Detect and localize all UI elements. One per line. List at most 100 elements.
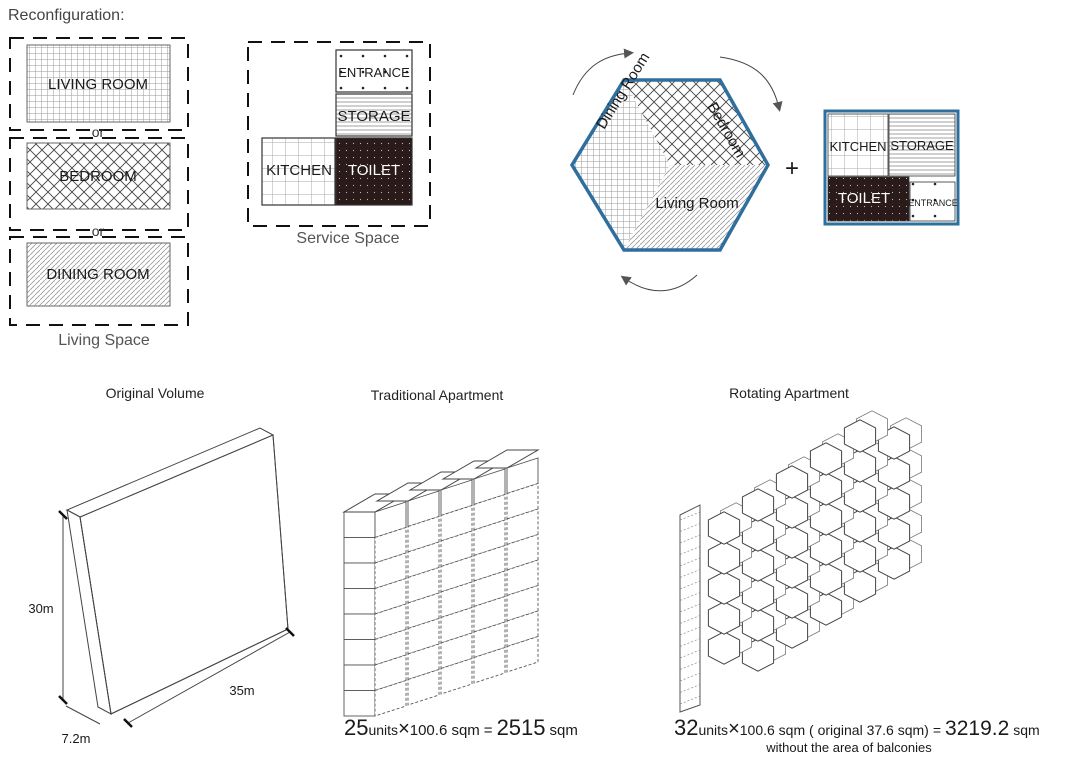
option-frame-bedroom bbox=[9, 137, 189, 231]
rotating-unit-count: 32 bbox=[674, 715, 698, 740]
traditional-units-word: units bbox=[368, 722, 398, 738]
depth-dimension-label: 7.2m bbox=[62, 731, 91, 746]
plan-toilet-block bbox=[827, 176, 910, 222]
rotating-units-cluster bbox=[707, 410, 922, 672]
apartment-box-front bbox=[343, 537, 376, 564]
core-wall-line bbox=[679, 649, 701, 659]
apartment-box-side bbox=[506, 584, 539, 622]
depth-dimension-line bbox=[65, 705, 101, 725]
core-wall-line bbox=[679, 580, 701, 590]
entrance-block bbox=[335, 49, 413, 93]
apartment-box-side bbox=[374, 679, 407, 717]
kitchen-label: KITCHEN bbox=[266, 162, 332, 179]
hex-unit-front bbox=[843, 419, 877, 453]
apartment-box-side bbox=[440, 581, 473, 619]
hex-unit-front bbox=[809, 442, 843, 476]
traditional-unit-area: 100.6 sqm bbox=[410, 722, 480, 739]
plus-icon: + bbox=[785, 155, 799, 182]
apartment-box-front bbox=[343, 562, 376, 589]
core-wall-line bbox=[679, 684, 701, 693]
core-wall-line bbox=[679, 626, 701, 636]
rotating-total-unit: sqm bbox=[1013, 722, 1039, 738]
storage-block bbox=[335, 93, 413, 137]
hex-unit-front bbox=[741, 488, 775, 522]
width-dimension-ticks bbox=[123, 627, 295, 728]
living-space-group: LIVING ROOM or BEDROOM or DINING ROOM Li… bbox=[9, 37, 189, 349]
dining-room-block bbox=[26, 242, 171, 307]
hexagon-frame bbox=[569, 78, 771, 252]
apartment-box-side bbox=[506, 508, 539, 546]
height-dimension-ticks bbox=[58, 510, 68, 705]
core-wall-line bbox=[679, 695, 701, 705]
apartment-box-side bbox=[506, 635, 539, 673]
living-space-caption: Living Space bbox=[58, 332, 150, 349]
service-space-caption: Service Space bbox=[296, 230, 399, 247]
plan-entrance-block bbox=[909, 181, 956, 222]
apartment-box-side bbox=[374, 577, 407, 615]
rotating-unit-plan: Bedroom Dining Room Living Room + KITCHE… bbox=[569, 48, 960, 292]
or-label-1: or bbox=[92, 124, 105, 140]
apartment-box-side bbox=[440, 530, 473, 568]
core-wall-line bbox=[679, 672, 701, 682]
toilet-block bbox=[335, 137, 413, 206]
rotating-core-wall bbox=[679, 504, 701, 713]
apartment-box-front bbox=[343, 690, 376, 717]
rotating-times-sign: × bbox=[728, 718, 740, 740]
core-wall-line bbox=[679, 523, 701, 532]
rotating-note: without the area of balconies bbox=[765, 740, 932, 755]
apartment-box-front bbox=[343, 588, 376, 615]
option-frame-dining-room bbox=[9, 236, 189, 326]
apartment-box-side bbox=[473, 595, 506, 633]
width-dimension-label: 35m bbox=[229, 683, 254, 698]
rotating-equals: = bbox=[933, 722, 941, 738]
plan-storage-block bbox=[888, 113, 956, 177]
plan-kitchen-label: KITCHEN bbox=[829, 139, 886, 154]
toilet-label: TOILET bbox=[348, 162, 400, 179]
hex-unit-front bbox=[707, 571, 741, 605]
original-volume-group: Original Volume 30m 35m 7.2m bbox=[28, 385, 295, 746]
rotating-units-word: units bbox=[698, 722, 728, 738]
apartment-box-side bbox=[407, 617, 440, 655]
core-wall-line bbox=[679, 534, 701, 544]
core-wall-line bbox=[679, 546, 701, 555]
hex-unit-front bbox=[775, 465, 809, 499]
apartment-box-side bbox=[440, 504, 473, 542]
apartment-box-side bbox=[374, 526, 407, 564]
option-frame-living-room bbox=[9, 37, 189, 131]
hex-unit-front bbox=[707, 541, 741, 575]
traditional-apartment-group: Traditional Apartment 25units×100.6 sqm=… bbox=[342, 387, 578, 740]
apartment-box-side bbox=[506, 482, 539, 520]
apartment-box-side bbox=[407, 566, 440, 604]
plan-kitchen-block bbox=[827, 113, 889, 177]
traditional-unit-count: 25 bbox=[344, 715, 368, 740]
service-space-group: ENTRANCE STORAGE KITCHEN TOILET Service … bbox=[247, 41, 431, 247]
width-dimension-line bbox=[127, 631, 291, 724]
apartment-box-side bbox=[440, 657, 473, 695]
hex-unit-front bbox=[707, 601, 741, 635]
storage-label: STORAGE bbox=[337, 108, 410, 125]
volume-outline bbox=[79, 434, 289, 715]
hex-living-room-label: Living Room bbox=[655, 195, 738, 212]
apartment-box-side bbox=[440, 606, 473, 644]
apartment-box-side bbox=[506, 610, 539, 648]
or-label-2: or bbox=[92, 223, 105, 239]
original-volume-title: Original Volume bbox=[106, 385, 205, 401]
apartment-box-side bbox=[473, 570, 506, 608]
apartment-box-side bbox=[374, 628, 407, 666]
apartment-box-side bbox=[506, 533, 539, 571]
apartment-block-grid bbox=[342, 449, 540, 717]
rotating-formula: 32units×100.6 sqm ( original 37.6 sqm)=3… bbox=[674, 715, 1040, 740]
rotation-arrow-icon bbox=[719, 56, 783, 112]
core-wall-line bbox=[679, 603, 701, 613]
apartment-box-top bbox=[474, 449, 540, 469]
reconfiguration-title: Reconfiguration: bbox=[8, 7, 125, 24]
hex-unit-front bbox=[707, 631, 741, 665]
apartment-box-side bbox=[407, 515, 440, 553]
plan-storage-label: STORAGE bbox=[890, 138, 954, 153]
entrance-label: ENTRANCE bbox=[338, 65, 410, 80]
bedroom-block bbox=[26, 142, 171, 210]
apartment-box-side bbox=[506, 559, 539, 597]
apartment-box-side bbox=[374, 654, 407, 692]
rotation-arrow-icon bbox=[572, 48, 634, 96]
